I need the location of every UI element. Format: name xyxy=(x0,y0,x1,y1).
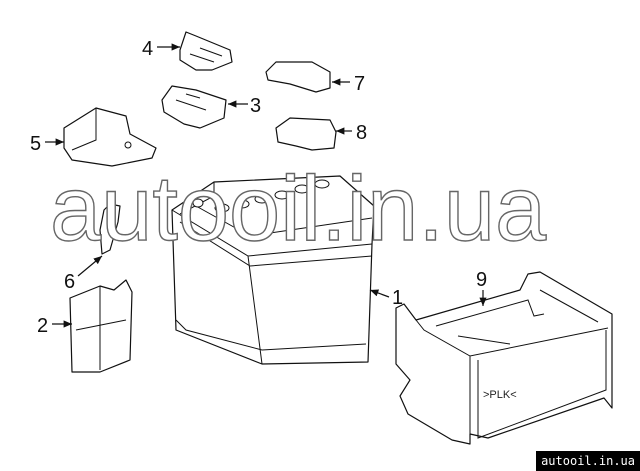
part-2-bracket xyxy=(69,279,133,373)
svg-text:5: 5 xyxy=(30,133,41,155)
callout-9: 9 xyxy=(476,269,487,306)
svg-text:7: 7 xyxy=(354,73,365,95)
svg-text:1: 1 xyxy=(392,287,403,309)
arrow-icon xyxy=(77,255,103,277)
arrow-icon xyxy=(369,289,390,298)
svg-text:9: 9 xyxy=(476,269,487,291)
part-5-terminal-cover xyxy=(63,107,157,167)
callout-1: 1 xyxy=(369,287,403,309)
svg-text:2: 2 xyxy=(37,315,48,337)
callout-3: 3 xyxy=(228,95,261,117)
part-3-terminal-clamp xyxy=(161,85,227,129)
site-badge: autooil.in.ua xyxy=(536,451,640,471)
callout-2: 2 xyxy=(37,315,72,337)
part-4-terminal-cover xyxy=(179,31,233,71)
part-9-battery-tray: >PLK< xyxy=(395,271,613,445)
callout-5: 5 xyxy=(30,133,64,155)
svg-text:4: 4 xyxy=(142,38,153,60)
watermark: autooil.in.ua xyxy=(50,158,547,260)
callout-8: 8 xyxy=(336,122,367,144)
callout-4: 4 xyxy=(142,38,180,60)
svg-text:3: 3 xyxy=(250,95,261,117)
callout-7: 7 xyxy=(332,73,365,95)
svg-text:6: 6 xyxy=(64,271,75,293)
part-7-terminal-clamp xyxy=(265,61,331,93)
svg-text:8: 8 xyxy=(356,122,367,144)
callout-6: 6 xyxy=(64,255,103,293)
tray-marking: >PLK< xyxy=(483,389,517,401)
part-8-terminal-cover xyxy=(275,117,337,151)
part-1-battery xyxy=(171,175,375,365)
part-6-bracket xyxy=(99,203,121,255)
